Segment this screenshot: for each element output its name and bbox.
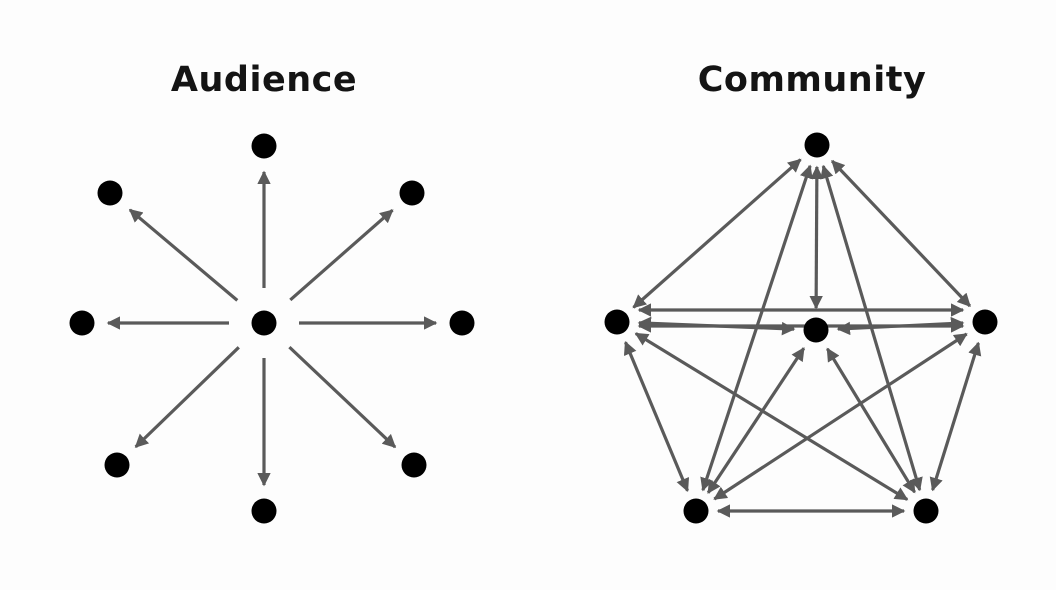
community-title: Community [697,60,927,100]
community-arrow-right-bottom-right [929,341,982,492]
community-arrow-top-center [809,165,824,310]
audience-edges [106,170,438,487]
community-node-bottom-left [683,498,709,524]
audience-arrow-top-right [289,208,394,302]
audience-node-top-left [97,180,123,206]
community-node-top [804,132,830,158]
community-arrow-left-bottom-left [623,341,690,492]
audience-node-top [251,133,277,159]
community-arrow-center-bottom-left [706,347,806,494]
community-node-left [604,309,630,335]
community-node-bottom-right [913,498,939,524]
community-arrow-center-bottom-right [826,347,916,494]
community-node-right [972,309,998,335]
audience-node-right [449,310,475,336]
audience-node-bottom-right [401,452,427,478]
community-arrow-right-bottom-left [713,332,968,501]
community-node-center [803,317,829,343]
community-edges [623,158,982,518]
community-arrow-top-left [632,158,802,309]
audience-node-hub [251,310,277,336]
audience-node-bottom [251,498,277,524]
audience-title: Audience [170,60,358,100]
audience-nodes [69,133,475,524]
audience-arrow-bottom-right [288,345,397,449]
audience-node-top-right [399,180,425,206]
community-arrow-top-right [830,159,972,308]
community-arrow-left-bottom-right [634,332,909,501]
audience-arrow-top-left [128,208,239,302]
audience-node-bottom-left [104,452,130,478]
community-nodes [604,132,998,524]
audience-node-left [69,310,95,336]
audience-arrow-bottom-left [134,346,240,449]
